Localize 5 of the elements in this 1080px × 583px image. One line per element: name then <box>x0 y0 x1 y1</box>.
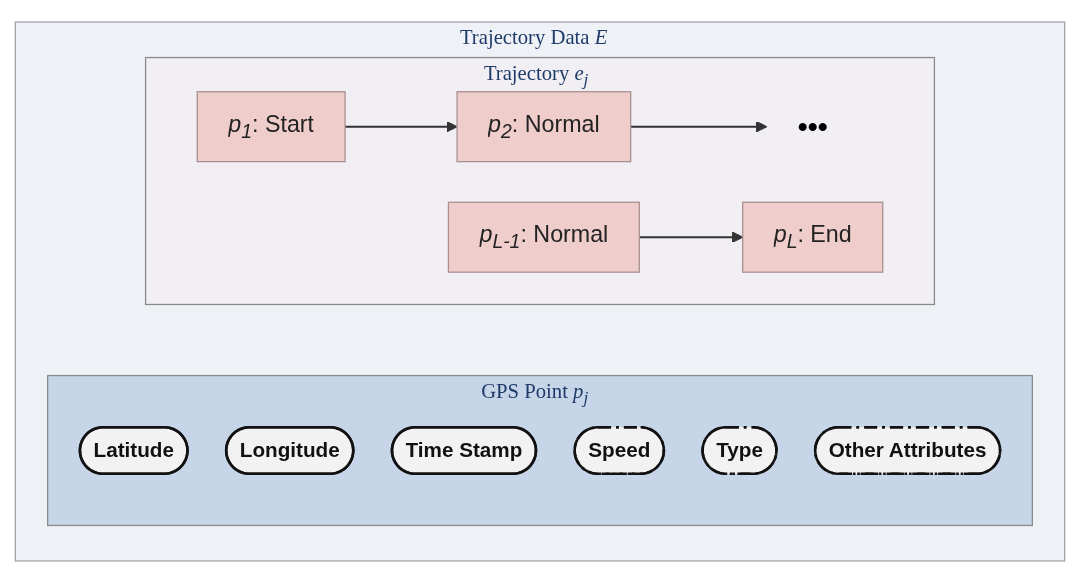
node-box: p$_{1}$: Start <box>196 91 346 163</box>
node-box: p$_{L-1}$: Normal <box>447 201 640 273</box>
node-text: ••• <box>797 110 828 143</box>
node-box: p$_{L}$: End <box>742 201 884 273</box>
node-box: p$_{2}$: Normal <box>456 91 632 163</box>
